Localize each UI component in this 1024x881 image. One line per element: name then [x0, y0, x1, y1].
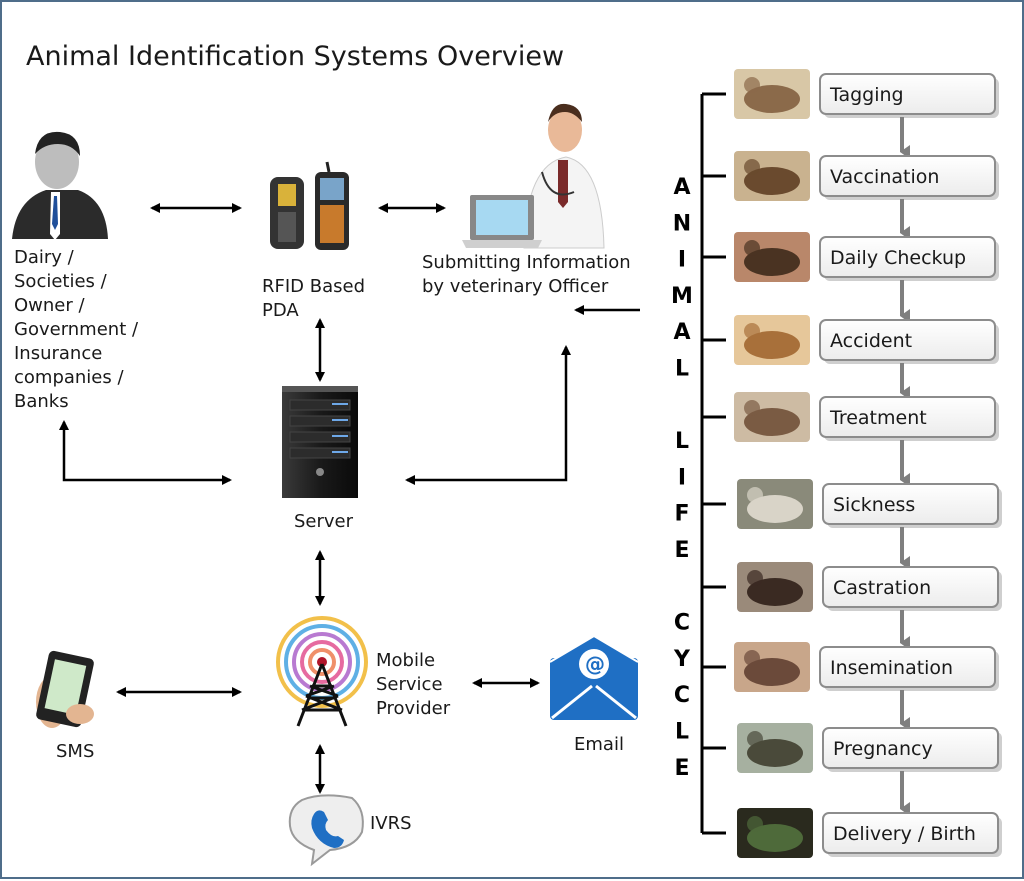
stage-label: Delivery / Birth [833, 823, 976, 845]
stage-4: Accident [734, 315, 999, 365]
stage-photo [734, 392, 810, 442]
vertical-letter: A [673, 320, 690, 345]
vertical-letter: N [673, 211, 691, 236]
stage-label: Vaccination [830, 166, 939, 188]
person-icon [12, 131, 108, 240]
sms-phone-icon [36, 650, 94, 728]
lifecycle-bracket [700, 92, 726, 835]
stage-label: Accident [830, 330, 912, 352]
mobile-provider-label: Mobile Service Provider [376, 650, 451, 719]
stage-photo [737, 723, 813, 773]
page-title: Animal Identification Systems Overview [26, 41, 564, 72]
server-icon [282, 386, 358, 498]
ivrs-phone-icon [288, 794, 364, 867]
email-icon: @ [549, 634, 639, 720]
sms-label: SMS [56, 741, 94, 762]
rfid-pda-icon [270, 161, 349, 250]
vertical-letter: Y [673, 647, 691, 672]
stage-label: Castration [833, 577, 931, 599]
stage-photo [734, 69, 810, 119]
connector-arrows [59, 203, 640, 794]
stage-9: Pregnancy [737, 723, 1002, 773]
pda-label: RFID Based PDA [262, 276, 371, 321]
svg-text:@: @ [585, 652, 605, 676]
vertical-letter: E [674, 538, 689, 563]
vertical-letter: C [674, 683, 690, 708]
tower-icon [276, 616, 368, 727]
stage-photo [734, 151, 810, 201]
vertical-letter: M [671, 284, 693, 309]
stage-label: Pregnancy [833, 738, 933, 760]
stage-box [822, 812, 999, 854]
stage-label: Daily Checkup [830, 247, 966, 269]
server-label: Server [294, 511, 354, 532]
stage-7: Castration [737, 562, 1002, 612]
email-label: Email [574, 734, 624, 755]
stage-box [819, 73, 996, 115]
stage-box [819, 646, 996, 688]
vertical-letter: L [675, 429, 689, 454]
stage-2: Vaccination [734, 151, 999, 201]
stage-1: Tagging [734, 69, 999, 119]
arrow-server-stakeholder [59, 420, 232, 485]
vet-label: Submitting Information by veterinary Off… [422, 252, 636, 297]
stage-10: Delivery / Birth [737, 808, 1002, 858]
stage-label: Treatment [829, 407, 927, 429]
vertical-letter: C [674, 611, 690, 636]
stage-photo [734, 642, 810, 692]
stage-label: Tagging [829, 84, 904, 106]
vertical-letter: I [678, 248, 686, 273]
vertical-letter: L [675, 357, 689, 382]
stage-box [822, 483, 999, 525]
stage-box [819, 155, 996, 197]
arrow-server-vet [405, 345, 571, 485]
stage-box [822, 727, 999, 769]
stage-3: Daily Checkup [734, 232, 999, 282]
stage-6: Sickness [737, 479, 1002, 529]
stage-photo [737, 562, 813, 612]
stage-5: Treatment [734, 392, 999, 442]
stage-label: Insemination [830, 657, 953, 679]
vertical-letter: I [678, 465, 686, 490]
stage-box [819, 319, 996, 361]
stage-photo [734, 232, 810, 282]
stage-8: Insemination [734, 642, 999, 692]
stage-label: Sickness [833, 494, 915, 516]
stage-photo [737, 479, 813, 529]
vertical-letter: A [673, 175, 690, 200]
stage-box [819, 396, 996, 438]
stakeholders-label: Dairy / Societies / Owner / Government /… [14, 247, 144, 412]
stage-box [822, 566, 999, 608]
stage-photo [734, 315, 810, 365]
stage-box [819, 236, 996, 278]
veterinary-officer-icon [462, 103, 605, 249]
ivrs-label: IVRS [370, 813, 412, 834]
stage-photo [737, 808, 813, 858]
vertical-letter: L [675, 720, 689, 745]
vertical-letter: F [674, 502, 689, 527]
vertical-letter: E [674, 756, 689, 781]
